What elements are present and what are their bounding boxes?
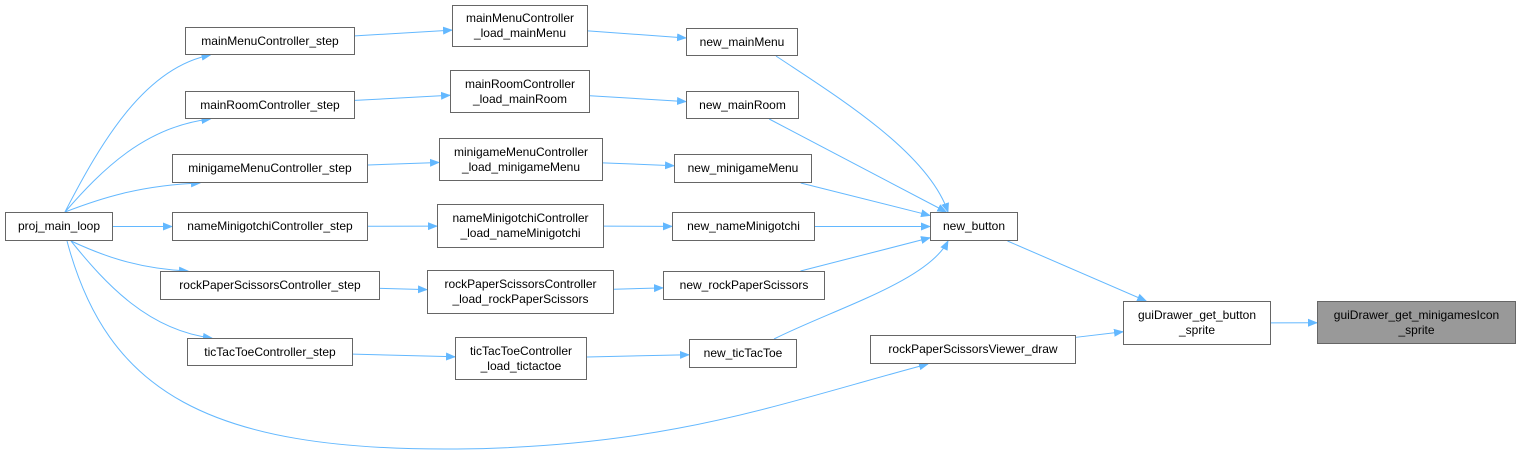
node-main-menu-controller-load-main-menu[interactable]: mainMenuController _load_mainMenu <box>452 5 588 47</box>
edge-proj_main_loop-to-ticTacToeController_step <box>70 240 213 341</box>
node-minigame-menu-controller-step[interactable]: minigameMenuController_step <box>172 154 368 183</box>
node-new-minigame-menu[interactable]: new_minigameMenu <box>674 154 812 183</box>
node-rock-paper-scissors-viewer-draw[interactable]: rockPaperScissorsViewer_draw <box>870 335 1076 364</box>
edge-proj_main_loop-to-mainRoomController_step <box>64 116 212 213</box>
edge-proj_main_loop-to-rockPaperScissorsController_step <box>70 240 189 275</box>
edge-ticTacToeController_step-to-ticTacToeController_load <box>352 352 456 361</box>
node-new-rock-paper-scissors[interactable]: new_rockPaperScissors <box>663 271 825 300</box>
node-new-main-room[interactable]: new_mainRoom <box>686 91 799 119</box>
edge-new_mainMenu-to-new_button <box>775 55 949 213</box>
edge-proj_main_loop-to-minigameMenuController_step <box>64 179 201 213</box>
edge-new_button-to-guiDrawer_get_button_sprite <box>1007 240 1148 302</box>
node-rock-paper-scissors-controller-step[interactable]: rockPaperScissorsController_step <box>160 271 380 300</box>
node-main-menu-controller-step[interactable]: mainMenuController_step <box>185 27 355 55</box>
edge-new_ticTacToe-to-new_button <box>773 240 949 340</box>
node-gui-drawer-get-minigames-icon-sprite: guiDrawer_get_minigamesIcon _sprite <box>1317 301 1516 344</box>
edge-new_minigameMenu-to-new_button <box>800 182 931 218</box>
edge-rockPaperScissorsController_load-to-new_rockPaperScissors <box>613 284 664 293</box>
edge-mainMenuController_step-to-mainMenuController_load <box>354 26 453 37</box>
node-name-minigotchi-controller-step[interactable]: nameMinigotchiController_step <box>172 212 368 241</box>
edge-rockPaperScissorsController_step-to-rockPaperScissorsController_load <box>379 285 428 294</box>
edge-new_mainRoom-to-new_button <box>768 118 948 213</box>
edge-rockPaperScissorsViewer_draw-to-guiDrawer_get_button_sprite <box>1075 328 1124 338</box>
node-new-button[interactable]: new_button <box>930 212 1018 241</box>
edge-minigameMenuController_load-to-new_minigameMenu <box>602 161 675 170</box>
node-new-main-menu[interactable]: new_mainMenu <box>686 28 798 56</box>
edge-minigameMenuController_step-to-minigameMenuController_load <box>367 158 440 167</box>
node-tic-tac-toe-controller-load-tictactoe[interactable]: ticTacToeController _load_tictactoe <box>455 337 587 380</box>
edge-proj_main_loop-to-mainMenuController_step <box>64 52 212 213</box>
node-new-tic-tac-toe[interactable]: new_ticTacToe <box>689 339 797 368</box>
node-gui-drawer-get-button-sprite[interactable]: guiDrawer_get_button _sprite <box>1123 301 1271 345</box>
node-main-room-controller-step[interactable]: mainRoomController_step <box>185 91 355 119</box>
node-minigame-menu-controller-load-minigame-menu[interactable]: minigameMenuController _load_minigameMen… <box>439 138 603 181</box>
node-main-room-controller-load-main-room[interactable]: mainRoomController _load_mainRoom <box>450 70 590 113</box>
edge-mainMenuController_load-to-new_mainMenu <box>587 30 687 42</box>
edge-ticTacToeController_load-to-new_ticTacToe <box>586 350 690 359</box>
node-proj-main-loop[interactable]: proj_main_loop <box>5 212 113 241</box>
edge-mainRoomController_step-to-mainRoomController_load <box>354 91 451 101</box>
node-rock-paper-scissors-controller-load-rock-paper-scissors[interactable]: rockPaperScissorsController _load_rockPa… <box>427 270 614 314</box>
node-new-name-minigotchi[interactable]: new_nameMinigotchi <box>672 212 815 241</box>
node-tic-tac-toe-controller-step[interactable]: ticTacToeController_step <box>187 338 353 366</box>
edge-new_rockPaperScissors-to-new_button <box>800 236 931 272</box>
node-name-minigotchi-controller-load-name-minigotchi[interactable]: nameMinigotchiController _load_nameMinig… <box>437 204 604 248</box>
edge-mainRoomController_load-to-new_mainRoom <box>589 95 687 106</box>
edge-proj_main_loop-to-rockPaperScissorsViewer_draw <box>66 240 929 450</box>
